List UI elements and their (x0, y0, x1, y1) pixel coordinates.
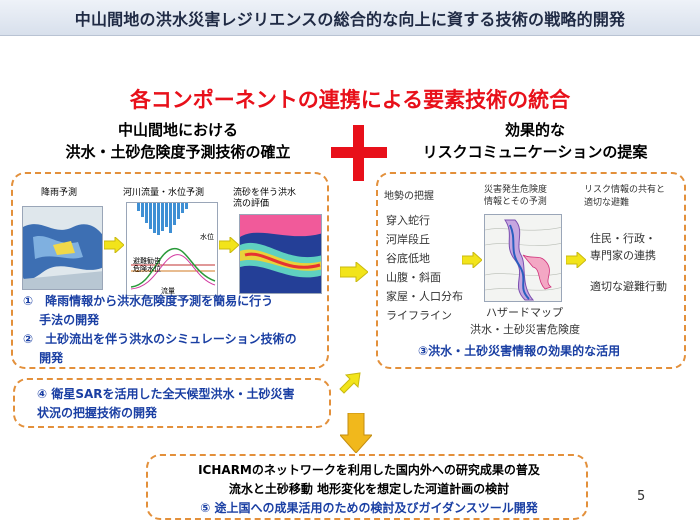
bottom-line2: 流水と土砂移動 地形変化を想定した河道計画の検討 (228, 482, 510, 496)
arrow-right-icon (104, 237, 124, 253)
right-panel: 地勢の把握 穿入蛇行 河岸段丘 谷底低地 山腹・斜面 家屋・人口分布 ライフライ… (376, 172, 686, 369)
terrain-item: 山腹・斜面 (386, 271, 441, 284)
risk-share-heading-line1: リスク情報の共有と (584, 185, 666, 195)
thumb-label-river: 河川流量・水位予測 (123, 188, 205, 198)
arrow-right-icon (462, 252, 482, 268)
terrain-item: 家屋・人口分布 (386, 290, 463, 303)
page-number: 5 (637, 489, 646, 504)
left-item-1b: 手法の開発 (23, 313, 100, 327)
bottom-box: ICHARMのネットワークを利用した国内外への研究成果の普及 流水と土砂移動 地… (146, 454, 588, 520)
terrain-item: 穿入蛇行 (386, 214, 430, 227)
left-heading-line2: 洪水・土砂危険度予測技術の確立 (65, 143, 291, 161)
left-panel: 降雨予測 河川流量・水位予測 流砂を伴う洪水流の評価 (11, 172, 329, 369)
thumb-label-sediment: 流砂を伴う洪水流の評価 (233, 188, 297, 209)
sar-box: ④ 衛星SARを活用した全天候型洪水・土砂災害 状況の把握技術の開発 (13, 378, 331, 428)
risk-info-heading: 災害発生危険度 情報とその予測 (484, 184, 547, 208)
left-heading: 中山間地における 洪水・土砂危険度予測技術の確立 (28, 119, 328, 163)
chart-label-water-level: 水位 (200, 233, 214, 241)
risk-item: 専門家の連携 (590, 249, 656, 262)
right-panel-footer: ③洪水・土砂災害情報の効果的な活用 (418, 344, 621, 358)
terrain-heading: 地勢の把握 (384, 191, 434, 202)
river-forecast-chart (126, 202, 218, 296)
risk-info-heading-line1: 災害発生危険度 (484, 185, 548, 195)
right-heading-line2: リスクコミュニケーションの提案 (422, 143, 648, 161)
sar-line2: 状況の把握技術の開発 (37, 406, 158, 420)
risk-item: 適切な避難行動 (590, 280, 667, 293)
arrow-right-icon (219, 237, 239, 253)
arrow-right-icon (566, 252, 586, 268)
page-title: 中山間地の洪水災害レジリエンスの総合的な向上に資する技術の戦略的開発 (74, 9, 626, 29)
arrow-up-right-icon (339, 372, 361, 394)
left-item-2b: 開発 (23, 351, 64, 365)
hazard-map-subcaption: 洪水・土砂災害危険度 (470, 323, 580, 336)
bottom-line1: ICHARMのネットワークを利用した国内外への研究成果の普及 (198, 463, 540, 477)
risk-share-heading-line2: 適切な避難 (584, 198, 630, 208)
left-item-2: ② 土砂流出を伴う洪水のシミュレーション技術の (23, 332, 297, 346)
hazard-map-image (484, 214, 562, 302)
risk-share-heading: リスク情報の共有と 適切な避難 (584, 184, 665, 210)
terrain-item: 谷底低地 (386, 252, 430, 265)
left-heading-line1: 中山間地における (117, 121, 238, 139)
risk-info-heading-line2: 情報とその予測 (484, 197, 547, 207)
arrow-right-icon (340, 262, 368, 282)
chart-label-danger: 危険水位 (133, 265, 161, 273)
subtitle: 各コンポーネントの連携による要素技術の統合 (129, 88, 571, 112)
chart-label-flow: 流量 (161, 287, 175, 295)
arrow-down-icon (340, 413, 372, 453)
right-heading: 効果的な リスクコミュニケーションの提案 (395, 119, 675, 163)
terrain-item: ライフライン (386, 309, 452, 322)
sediment-flow-image (239, 214, 322, 294)
plus-icon (331, 125, 387, 181)
sar-line1: ④ 衛星SARを活用した全天候型洪水・土砂災害 (37, 387, 295, 401)
terrain-item: 河岸段丘 (386, 233, 430, 246)
bottom-line3: ⑤ 途上国への成果活用のための検討及びガイダンスツール開発 (200, 501, 538, 515)
risk-item: 住民・行政・ (590, 232, 656, 245)
hazard-map-caption: ハザードマップ (486, 306, 563, 319)
rainfall-map-image (22, 206, 103, 290)
right-heading-line1: 効果的な (504, 121, 565, 139)
title-bar: 中山間地の洪水災害レジリエンスの総合的な向上に資する技術の戦略的開発 (0, 0, 700, 36)
chart-label-evac: 避難勧告 (133, 257, 161, 265)
thumb-label-rainfall: 降雨予測 (41, 188, 78, 198)
left-item-1: ① 降雨情報から洪水危険度予測を簡易に行う (23, 294, 274, 308)
